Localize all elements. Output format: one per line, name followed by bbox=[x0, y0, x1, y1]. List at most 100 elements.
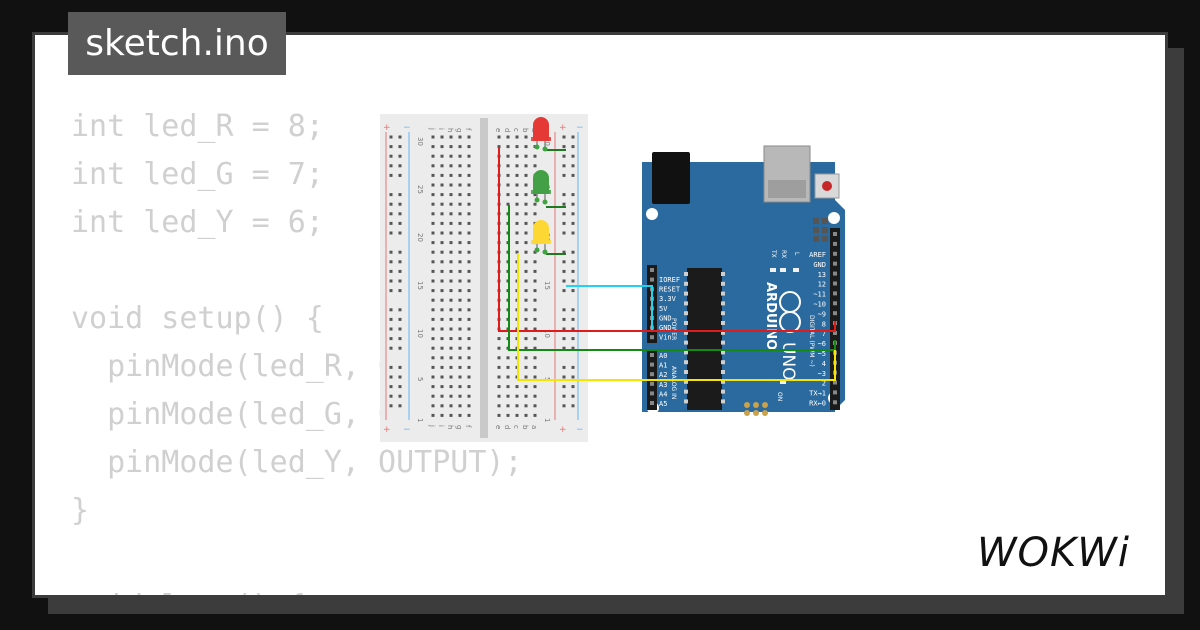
breadboard-hole bbox=[524, 404, 528, 408]
breadboard-hole bbox=[431, 308, 435, 312]
breadboard-hole bbox=[506, 164, 510, 168]
breadboard-hole bbox=[458, 279, 462, 283]
breadboard-hole bbox=[398, 173, 402, 177]
breadboard-hole bbox=[398, 337, 402, 341]
digital-header bbox=[830, 228, 840, 410]
digital-pin-label: AREF bbox=[809, 251, 826, 259]
code-line: int led_Y = 6; bbox=[71, 205, 324, 240]
on-led-label: ON bbox=[776, 392, 783, 401]
breadboard-hole bbox=[562, 327, 566, 331]
breadboard-hole bbox=[533, 164, 537, 168]
breadboard-hole bbox=[467, 365, 471, 369]
wokwi-logo-text: WOKWi bbox=[977, 530, 1130, 576]
column-letter: i bbox=[437, 425, 445, 427]
breadboard-hole bbox=[398, 375, 402, 379]
breadboard-hole bbox=[506, 173, 510, 177]
breadboard-hole bbox=[431, 250, 435, 254]
breadboard-hole bbox=[515, 250, 519, 254]
header-pin bbox=[650, 353, 654, 357]
breadboard-hole bbox=[515, 385, 519, 389]
column-letter: i bbox=[437, 128, 445, 130]
breadboard-hole bbox=[458, 241, 462, 245]
breadboard-hole bbox=[449, 241, 453, 245]
breadboard-hole bbox=[515, 183, 519, 187]
chip-pin bbox=[721, 301, 725, 306]
led-contact bbox=[534, 197, 540, 203]
breadboard-hole bbox=[497, 356, 501, 360]
breadboard-hole bbox=[458, 145, 462, 149]
breadboard-hole bbox=[458, 164, 462, 168]
l-led-label: L bbox=[793, 252, 800, 256]
header-pin bbox=[650, 362, 654, 367]
mounting-hole bbox=[828, 212, 840, 224]
breadboard-hole bbox=[389, 337, 393, 341]
column-letter: f bbox=[464, 425, 472, 428]
rail-minus-label: − bbox=[403, 123, 411, 133]
breadboard-hole bbox=[458, 365, 462, 369]
breadboard-hole bbox=[524, 375, 528, 379]
breadboard-hole bbox=[398, 231, 402, 235]
filename-tab[interactable]: sketch.ino bbox=[68, 12, 286, 75]
breadboard-hole bbox=[458, 385, 462, 389]
breadboard-hole bbox=[571, 193, 575, 197]
row-number: 1 bbox=[416, 418, 424, 422]
digital-pin-label: 4 bbox=[822, 360, 826, 368]
breadboard-hole bbox=[440, 145, 444, 149]
breadboard-hole bbox=[562, 394, 566, 398]
breadboard-hole bbox=[389, 231, 393, 235]
led-green bbox=[531, 170, 551, 205]
breadboard-hole bbox=[431, 327, 435, 331]
atmega-chip bbox=[687, 268, 722, 410]
breadboard-hole bbox=[440, 337, 444, 341]
breadboard-hole bbox=[571, 327, 575, 331]
breadboard-hole bbox=[467, 279, 471, 283]
model-label: UNO bbox=[778, 342, 798, 381]
breadboard-hole bbox=[497, 404, 501, 408]
digital-pin-label: GND bbox=[813, 261, 826, 269]
column-letter: d bbox=[503, 128, 511, 132]
breadboard-hole bbox=[458, 154, 462, 158]
breadboard-hole bbox=[389, 145, 393, 149]
breadboard-hole bbox=[571, 221, 575, 225]
breadboard-hole bbox=[389, 279, 393, 283]
column-letter: j bbox=[428, 127, 436, 130]
breadboard-hole bbox=[449, 279, 453, 283]
breadboard-hole bbox=[515, 221, 519, 225]
row-number: 30 bbox=[543, 137, 551, 146]
breadboard-hole bbox=[524, 327, 528, 331]
breadboard-hole bbox=[389, 394, 393, 398]
breadboard-hole bbox=[389, 308, 393, 312]
breadboard-hole bbox=[449, 337, 453, 341]
breadboard-hole bbox=[524, 193, 528, 197]
breadboard-hole bbox=[467, 250, 471, 254]
breadboard-hole bbox=[571, 145, 575, 149]
breadboard-hole bbox=[449, 173, 453, 177]
header-pin bbox=[650, 372, 654, 377]
breadboard-hole bbox=[398, 221, 402, 225]
breadboard-hole bbox=[449, 356, 453, 360]
breadboard-hole bbox=[389, 212, 393, 216]
wokwi-logo: WOKWi bbox=[977, 530, 1130, 576]
header-pin bbox=[650, 268, 654, 272]
breadboard-hole bbox=[431, 279, 435, 283]
breadboard-center-channel bbox=[480, 118, 488, 438]
breadboard-hole bbox=[506, 394, 510, 398]
column-letter: e bbox=[494, 425, 502, 429]
breadboard-hole bbox=[562, 346, 566, 350]
breadboard-hole bbox=[440, 289, 444, 293]
breadboard-hole bbox=[467, 394, 471, 398]
column-letter: h bbox=[446, 128, 454, 132]
breadboard-hole bbox=[497, 394, 501, 398]
breadboard-hole bbox=[571, 308, 575, 312]
breadboard-hole bbox=[467, 212, 471, 216]
column-letter: b bbox=[521, 128, 529, 133]
breadboard-hole bbox=[440, 317, 444, 321]
wire-pin8-red bbox=[498, 147, 836, 332]
breadboard-hole bbox=[449, 145, 453, 149]
breadboard-hole bbox=[571, 337, 575, 341]
breadboard-hole bbox=[524, 250, 528, 254]
wire-pin7-green bbox=[508, 205, 836, 351]
breadboard-hole bbox=[398, 269, 402, 273]
breadboard-hole bbox=[440, 221, 444, 225]
breadboard-hole bbox=[524, 173, 528, 177]
